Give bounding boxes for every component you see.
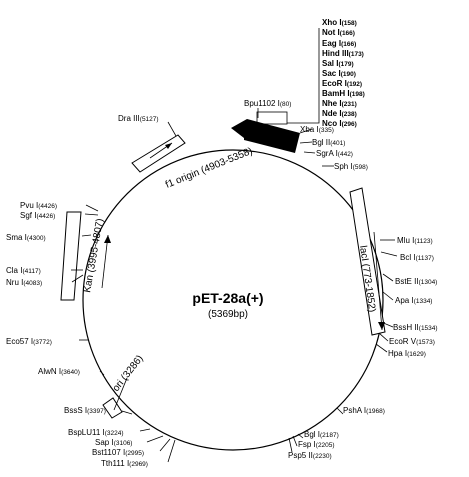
site-bsteii: BstE II(1304) bbox=[395, 277, 437, 286]
leader-tth111 bbox=[167, 439, 176, 463]
leader-bst1107 bbox=[159, 438, 171, 452]
f1-origin-feature bbox=[131, 134, 186, 173]
kan-feature bbox=[60, 211, 82, 301]
site-mlui: Mlu I(1123) bbox=[397, 236, 433, 245]
t7-region-arrow bbox=[231, 119, 300, 153]
site-bpu1102: Bpu1102 I(80) bbox=[244, 99, 291, 108]
leader-fspi bbox=[292, 435, 298, 447]
site-fspi: Fsp I(2205) bbox=[298, 440, 335, 449]
site-xbai: Xba I(335) bbox=[300, 125, 334, 134]
leader-ecorv bbox=[378, 332, 389, 342]
mcs-site: Nhe I(231) bbox=[322, 99, 357, 108]
site-sphi: Sph I(598) bbox=[334, 162, 368, 171]
f1-origin-arrowhead bbox=[165, 143, 172, 149]
mcs-site: Not I(166) bbox=[322, 28, 355, 37]
site-sgfi: Sgf I(4426) bbox=[20, 211, 55, 220]
mcs-site: BamH I(198) bbox=[322, 89, 365, 98]
leader-bsplu11 bbox=[139, 428, 151, 432]
site-leaders bbox=[71, 108, 398, 463]
leader-bcli bbox=[380, 251, 398, 257]
leader-bsssi bbox=[121, 410, 133, 415]
mcs-site: Sac I(190) bbox=[322, 69, 356, 78]
site-psp5ii: Psp5 II(2230) bbox=[288, 451, 332, 460]
site-nrui: Nru I(4083) bbox=[6, 278, 42, 287]
plasmid-size: (5369bp) bbox=[208, 309, 248, 320]
site-bst1107i: Bst1107 I(2995) bbox=[92, 448, 144, 457]
leader-sgfi bbox=[84, 213, 99, 216]
leader-xbai bbox=[299, 128, 313, 134]
leader-draiii bbox=[167, 121, 177, 137]
site-bsssi: BssS I(3397) bbox=[64, 406, 106, 415]
f1-origin-label: f1 origin (4903-5358) bbox=[164, 146, 254, 191]
mcs-site: Nde I(238) bbox=[322, 109, 357, 118]
kan-arrow bbox=[101, 234, 109, 289]
site-bsshii: BssH II(1534) bbox=[393, 323, 438, 332]
site-smai: Sma I(4300) bbox=[6, 233, 46, 242]
site-apai: Apa I(1334) bbox=[395, 296, 432, 305]
site-eco57i: Eco57 I(3772) bbox=[6, 337, 52, 346]
mcs-site: Hind III(173) bbox=[322, 49, 364, 58]
plasmid-title: pET-28a(+) bbox=[192, 290, 263, 306]
mcs-site: Nco I(296) bbox=[322, 119, 357, 128]
site-hpai: Hpa I(1629) bbox=[388, 349, 426, 358]
leader-smai bbox=[81, 234, 92, 237]
site-bgli: Bgl I(2187) bbox=[304, 430, 339, 439]
leader-psha bbox=[336, 407, 344, 415]
site-bcli: Bcl I(1137) bbox=[400, 253, 434, 262]
leader-hpai bbox=[375, 343, 388, 353]
leader-sgrai bbox=[303, 151, 316, 154]
mcs-sites: Xho I(158) Not I(166) Eag I(166) Hind II… bbox=[322, 18, 365, 128]
laci-feature bbox=[349, 187, 386, 336]
leader-bsshii bbox=[380, 321, 394, 328]
leader-pvui bbox=[85, 204, 99, 212]
site-bglii: Bgl II(401) bbox=[312, 138, 345, 147]
plasmid-backbone bbox=[82, 149, 384, 451]
laci-arrowhead bbox=[378, 322, 385, 330]
site-draiii: Dra III(5127) bbox=[118, 114, 159, 123]
mcs-site: Sal I(179) bbox=[322, 59, 354, 68]
site-pvui: Pvu I(4426) bbox=[20, 201, 57, 210]
mcs-site: Eag I(166) bbox=[322, 39, 356, 48]
leader-sapi bbox=[146, 435, 164, 443]
mcs-leader bbox=[287, 28, 320, 124]
leader-nrui bbox=[71, 274, 84, 283]
site-sgrai: SgrA I(442) bbox=[316, 149, 353, 158]
site-alwni: AlwN I(3640) bbox=[38, 367, 80, 376]
mcs-bracket-box bbox=[256, 111, 288, 125]
site-clai: Cla I(4117) bbox=[6, 266, 41, 275]
ori-feature bbox=[102, 397, 123, 419]
site-ecorv: EcoR V(1573) bbox=[389, 337, 435, 346]
kan-arrowhead bbox=[104, 235, 111, 243]
leader-apai bbox=[382, 291, 394, 301]
site-bsplu11i: BspLU11 I(3224) bbox=[68, 428, 124, 437]
mcs-site: Xho I(158) bbox=[322, 18, 357, 27]
site-pshai: PshA I(1968) bbox=[343, 406, 385, 415]
site-sapi: Sap I(3106) bbox=[95, 438, 132, 447]
ori-label: ori (3286) bbox=[111, 353, 146, 394]
leader-bgli bbox=[297, 433, 304, 439]
ori-arrow bbox=[113, 377, 128, 411]
mcs-site: EcoR I(192) bbox=[322, 79, 362, 88]
leader-alwni bbox=[99, 370, 105, 376]
restriction-sites: Bpu1102 I(80) Xba I(335) Bgl II(401) Sgr… bbox=[6, 99, 438, 468]
site-tth111i: Tth111 I(2969) bbox=[101, 459, 148, 468]
leader-bglii bbox=[299, 141, 313, 144]
leader-psp5ii bbox=[288, 437, 293, 453]
laci-arrow bbox=[373, 231, 383, 331]
leader-bsteii bbox=[382, 273, 394, 282]
